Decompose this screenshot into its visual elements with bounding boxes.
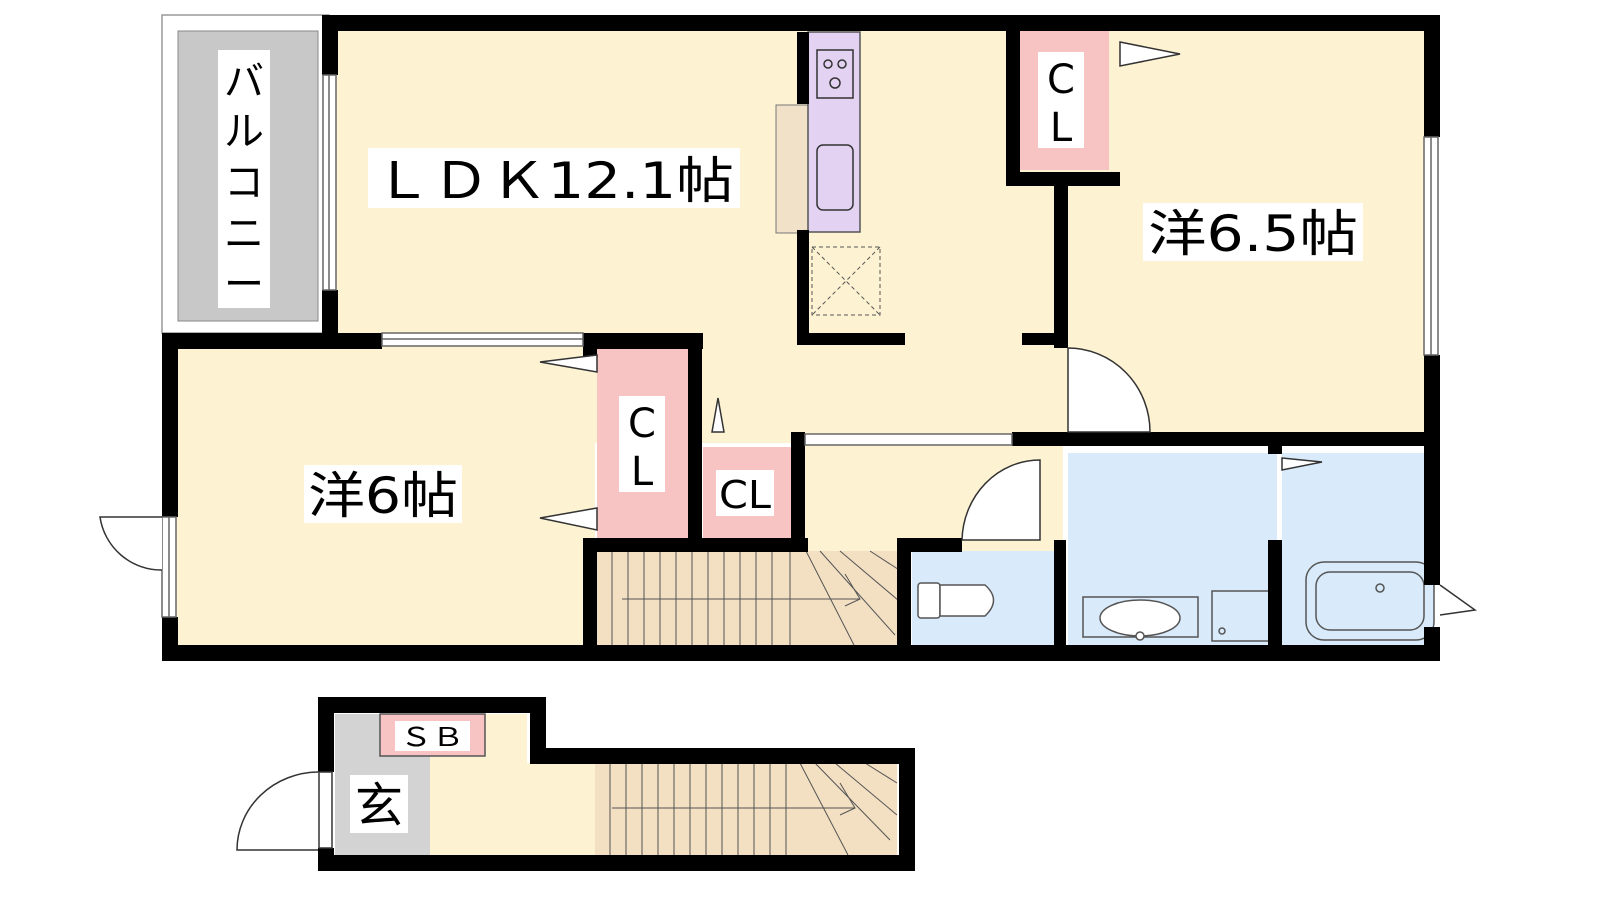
kitchen-counter-back bbox=[775, 104, 809, 234]
walls-lower bbox=[318, 697, 915, 871]
balcony-label: バ ル コ ニ ー bbox=[224, 59, 264, 308]
balcony-char-2: ル bbox=[224, 109, 264, 155]
western1-label: 洋6.5帖 bbox=[1148, 205, 1358, 263]
toilet-icon bbox=[917, 582, 995, 619]
balcony-char-5: ー bbox=[224, 262, 264, 308]
walls-upper bbox=[162, 15, 1440, 661]
ldk-label: ＬＤＫ12.1帖 bbox=[374, 152, 734, 210]
washbasin-icon bbox=[1082, 596, 1199, 641]
closet-b-c: C bbox=[628, 401, 656, 447]
stairs-lower-floor bbox=[595, 763, 897, 855]
stairs-lower bbox=[609, 762, 898, 856]
balcony-char-1: バ bbox=[224, 59, 264, 105]
shoe-box-label: ＳＢ bbox=[400, 723, 464, 753]
closet-a-l: L bbox=[1050, 105, 1073, 151]
windows bbox=[161, 74, 1439, 618]
entrance-door bbox=[236, 771, 333, 851]
doors bbox=[99, 41, 1477, 616]
stove-icon bbox=[816, 49, 854, 99]
bathtub-icon bbox=[1305, 561, 1435, 641]
entrance-label: 玄 bbox=[355, 778, 403, 834]
closet-b-l: L bbox=[631, 449, 654, 495]
balcony-char-4: ニ bbox=[224, 211, 264, 257]
closet-c-label: CL bbox=[719, 473, 771, 517]
balcony-char-3: コ bbox=[224, 160, 264, 206]
closet-a-c: C bbox=[1047, 57, 1075, 103]
fridge-space bbox=[811, 246, 881, 316]
western2-label: 洋6帖 bbox=[308, 467, 458, 525]
sink-icon bbox=[816, 144, 854, 211]
washer-space bbox=[1211, 590, 1273, 642]
